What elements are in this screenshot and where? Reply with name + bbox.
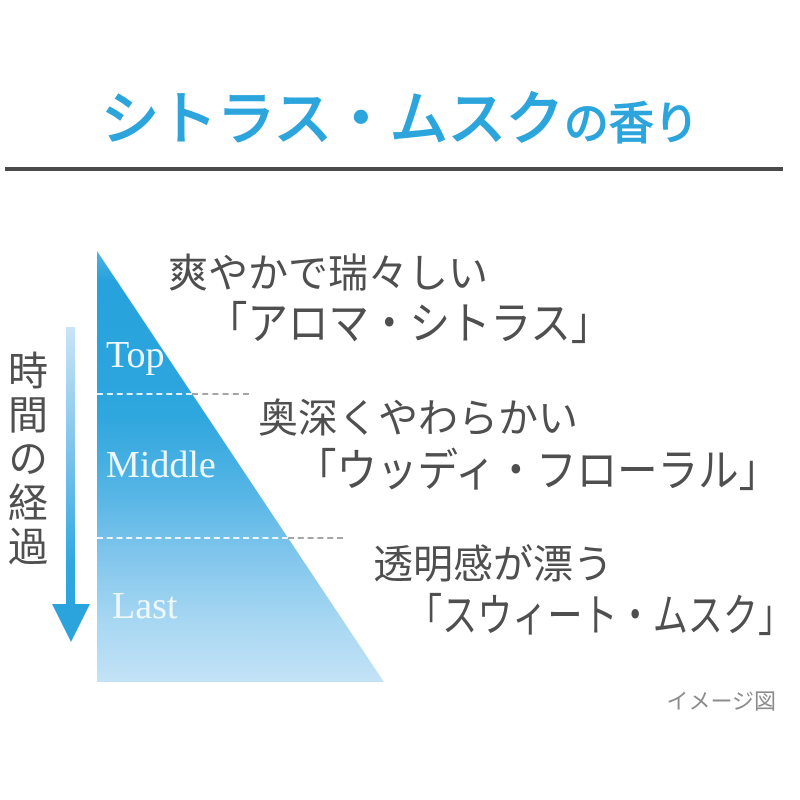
stage-label-top: Top [106,334,165,376]
top-note-name: 「アロマ・シトラス」 [207,299,612,349]
stage-label-last: Last [112,585,178,627]
stage-divider-middle-last-ext [288,537,343,539]
title-suffix: の香り [563,99,699,149]
title-divider [5,167,783,171]
title-fragrance-name: シトラス・ムスク [101,87,564,152]
time-axis-label: 時間の経過 [2,350,46,570]
time-arrow-shaft [66,327,75,608]
stage-divider-middle-last [97,537,288,539]
arrow-down-icon [52,604,90,642]
page-title: シトラス・ムスクの香り [0,72,800,156]
stage-divider-top-middle-ext [192,393,249,395]
stage-label-middle: Middle [106,444,216,486]
middle-note-descriptor: 奥深くやわらかい [258,396,578,441]
top-note-descriptor: 爽やかで瑞々しい [168,251,488,296]
last-note-name: 「スウィート・ムスク」 [407,591,794,641]
middle-note-name: 「ウッディ・フローラル」 [296,446,780,496]
last-note-descriptor: 透明感が漂う [373,542,613,587]
stage-divider-top-middle [97,393,192,395]
image-disclaimer: イメージ図 [666,689,776,714]
